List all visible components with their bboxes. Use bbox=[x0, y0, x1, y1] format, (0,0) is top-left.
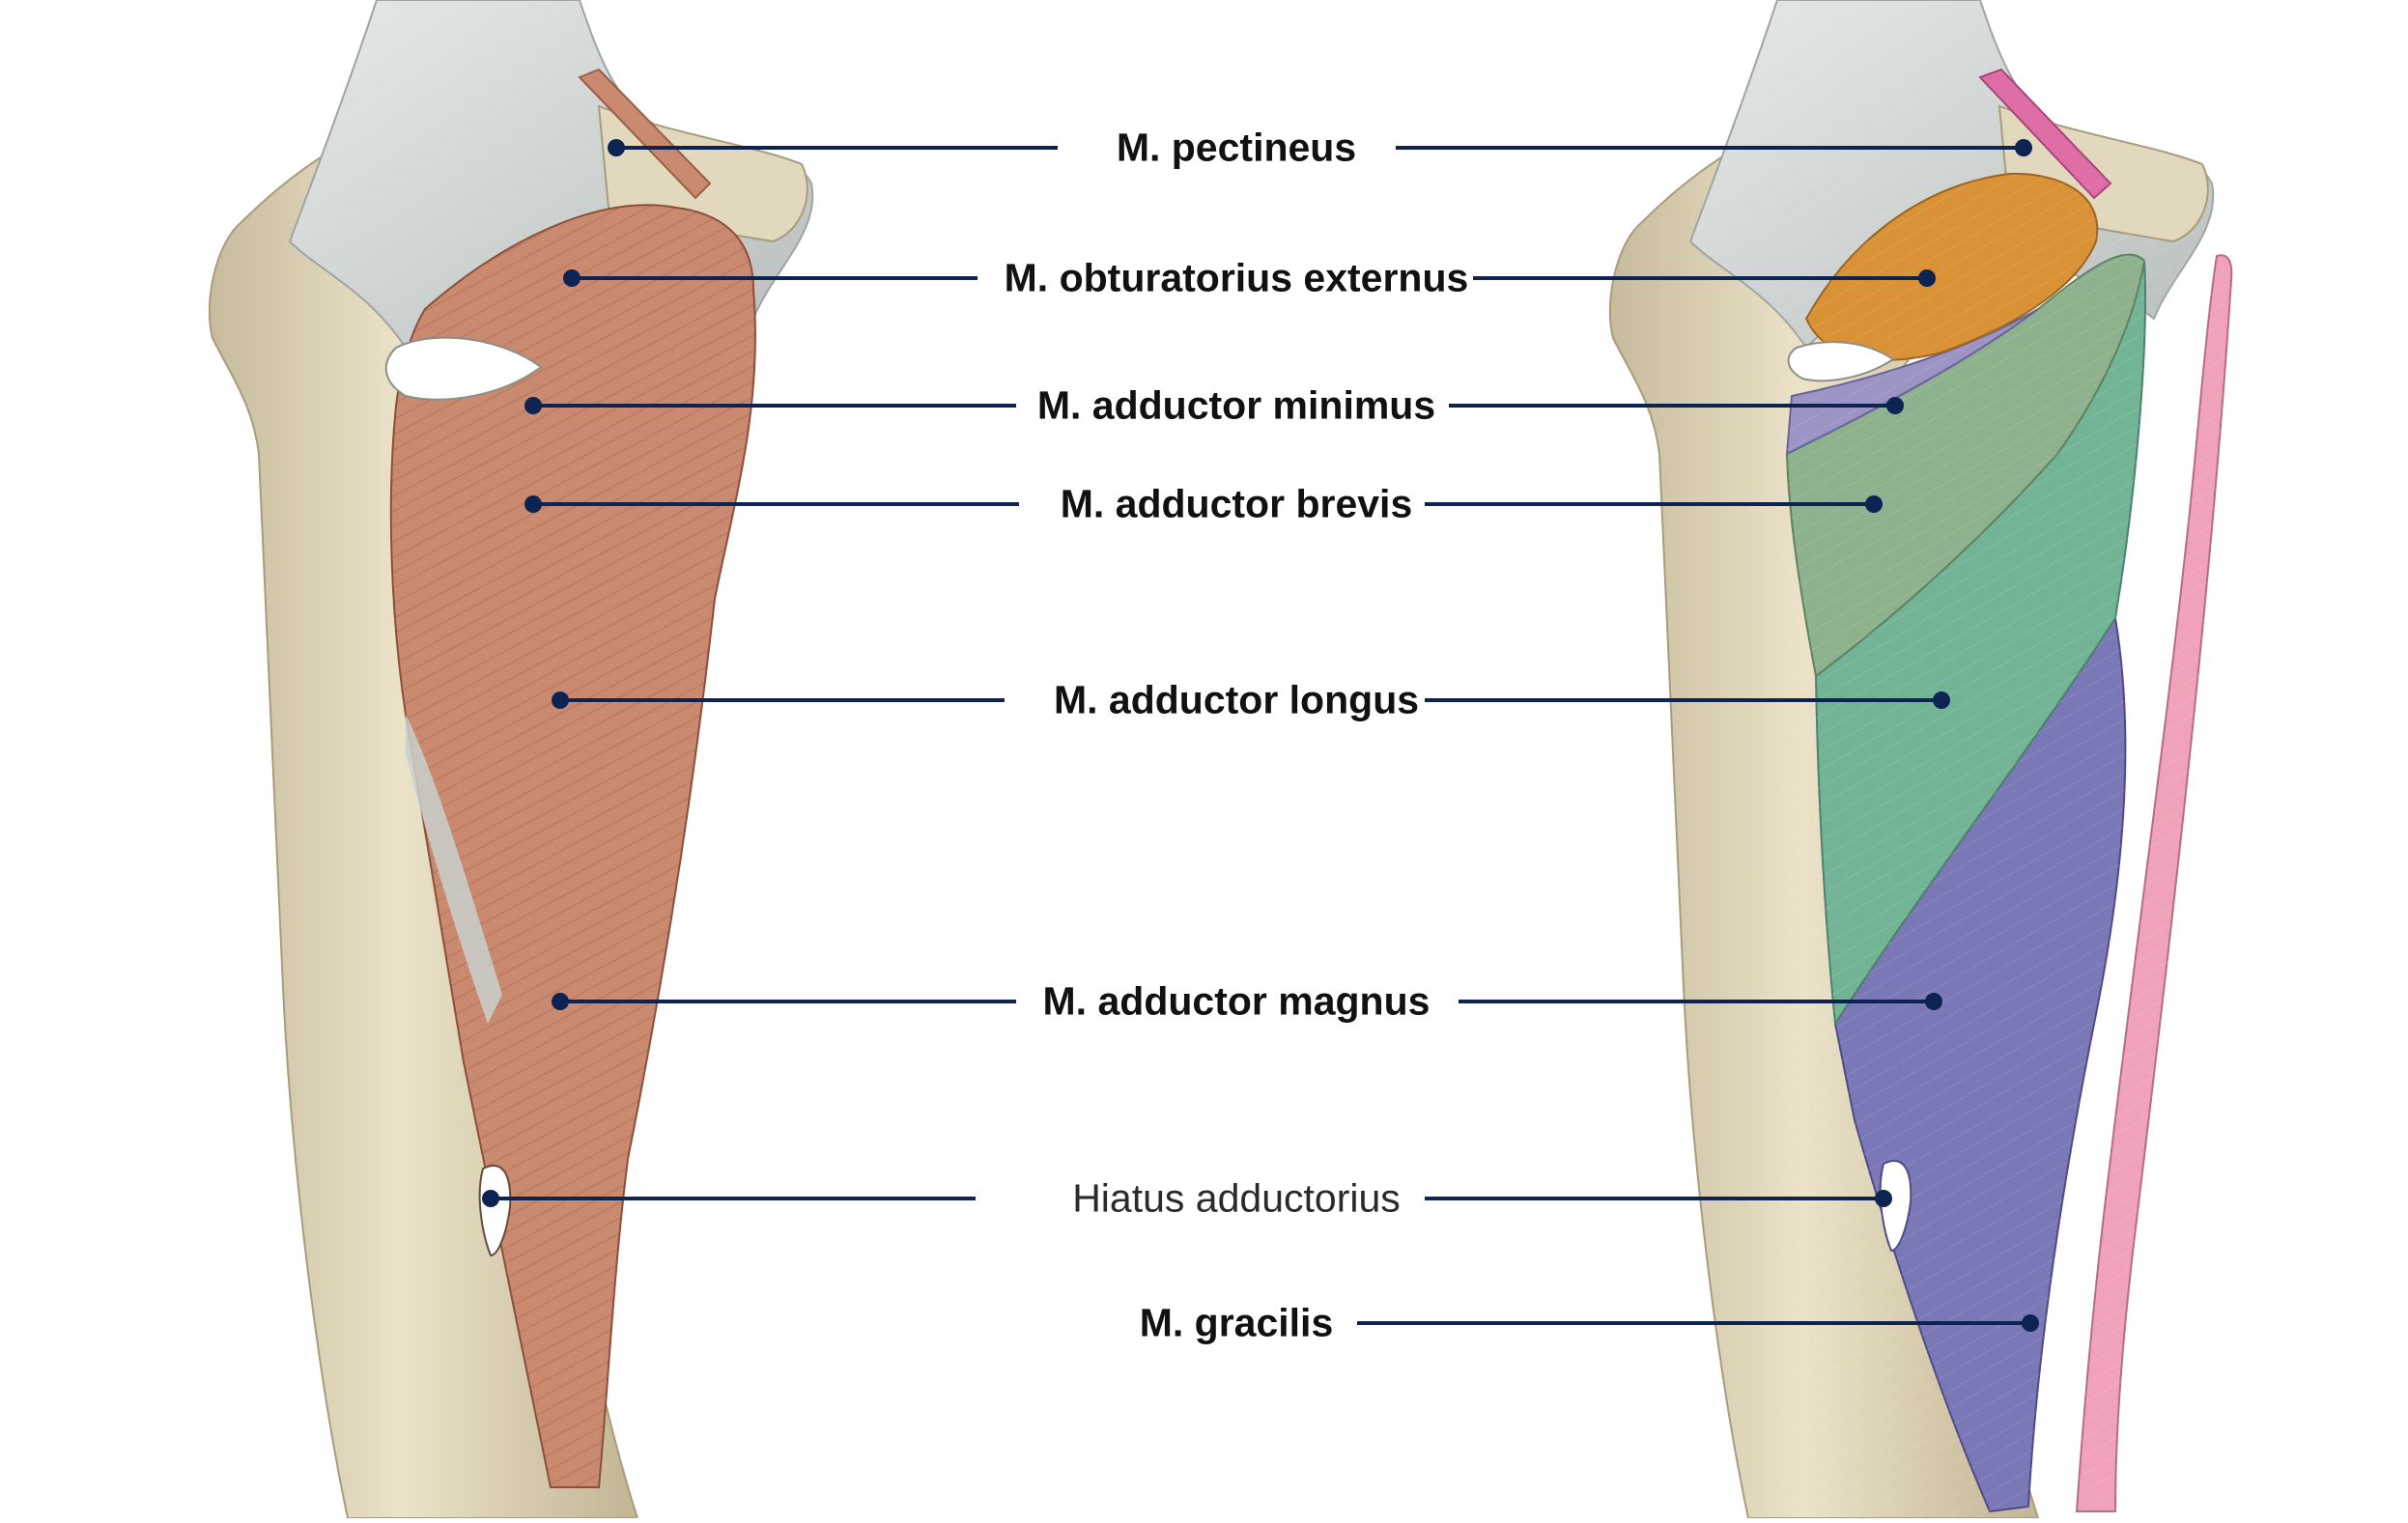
label-gracilis: M. gracilis bbox=[1139, 1300, 1334, 1345]
left-thigh-illustration bbox=[208, 0, 814, 1519]
label-hiatus-adductorius: Hiatus adductorius bbox=[1072, 1175, 1401, 1221]
label-adductor-magnus: M. adductor magnus bbox=[1042, 978, 1431, 1024]
label-obturatorius-externus: M. obturatorius externus bbox=[1004, 255, 1469, 300]
left-adductor-mass bbox=[389, 204, 756, 1488]
pointer-dot-left-hiatus bbox=[482, 1190, 499, 1207]
left-tendon-strip bbox=[406, 715, 502, 1024]
pointer-dot-right-brevis bbox=[1865, 495, 1883, 513]
right-fiber-texture bbox=[1777, 174, 2241, 1523]
label-adductor-longus: M. adductor longus bbox=[1053, 677, 1420, 722]
label-pectineus: M. pectineus bbox=[1116, 125, 1357, 170]
left-hiatus-opening bbox=[478, 1164, 512, 1257]
leader-lines bbox=[482, 139, 2039, 1332]
pointer-dot-right-magnus bbox=[1925, 993, 1942, 1010]
left-obturator-foramen bbox=[384, 336, 543, 401]
pointer-dot-right-hiatus bbox=[1875, 1190, 1892, 1207]
pointer-dot-right-gracilis bbox=[2022, 1314, 2039, 1332]
pointer-dot-right-obturatorius bbox=[1918, 269, 1936, 287]
left-pectineus bbox=[578, 68, 712, 200]
pointer-dot-left-minimus bbox=[524, 397, 542, 414]
pointer-dot-right-pectineus bbox=[2015, 139, 2032, 156]
right-thigh-illustration bbox=[1608, 0, 2241, 1523]
label-adductor-minimus: M. adductor minimus bbox=[1036, 382, 1436, 428]
pointer-dot-left-longus bbox=[552, 691, 569, 709]
pointer-dot-right-minimus bbox=[1886, 397, 1904, 414]
pointer-dot-left-magnus bbox=[552, 993, 569, 1010]
pointer-dot-left-pectineus bbox=[608, 139, 625, 156]
pointer-dot-left-brevis bbox=[524, 495, 542, 513]
pointer-dot-left-obturatorius bbox=[563, 269, 581, 287]
label-adductor-brevis: M. adductor brevis bbox=[1060, 481, 1413, 526]
pointer-dot-right-longus bbox=[1933, 691, 1950, 709]
